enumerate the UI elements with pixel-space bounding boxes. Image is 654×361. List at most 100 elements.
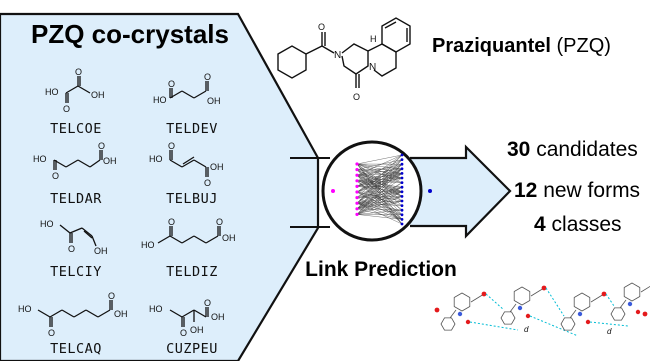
network-edge <box>356 159 403 209</box>
network-edge <box>356 196 403 215</box>
network-edge <box>356 159 403 170</box>
atom-label: O <box>168 141 175 151</box>
nitrogen-atom <box>517 305 523 311</box>
hydrogen-bond <box>469 321 519 331</box>
network-edge <box>356 173 403 198</box>
network-circle <box>321 140 423 242</box>
network-node-left <box>355 168 359 172</box>
network-node-left <box>355 207 359 211</box>
crystal-ring <box>623 282 641 302</box>
network-edge <box>356 154 403 165</box>
atom-label: HO <box>149 304 163 314</box>
hydrogen-bond <box>529 315 579 337</box>
crystal-bond <box>530 287 545 297</box>
structure-telbuj <box>169 150 209 177</box>
network-edge <box>356 164 403 204</box>
oxygen-atom <box>541 285 547 291</box>
network-edge <box>356 159 403 204</box>
network-node-left <box>355 201 359 205</box>
result-text: classes <box>551 213 622 236</box>
atom-label: HO <box>18 304 32 314</box>
network-edge <box>356 173 403 204</box>
atom-label: O <box>216 217 223 227</box>
structure-telcaq <box>37 300 113 327</box>
atom-label: OH <box>91 90 105 100</box>
atom-label: HO <box>45 87 59 97</box>
crystal-ring <box>610 307 626 321</box>
network-edge <box>356 168 403 198</box>
crystal-ring <box>500 311 516 325</box>
network-edge <box>356 159 403 193</box>
network-node-right <box>400 162 404 166</box>
network-edge <box>356 154 403 187</box>
hydrogen-bond <box>485 293 505 311</box>
network-node-right <box>400 195 404 198</box>
atom-label: O <box>63 104 70 114</box>
oxygen-atom <box>642 311 648 317</box>
network-edge <box>356 187 403 215</box>
atom-label: O <box>98 141 105 151</box>
network-node-right <box>400 181 404 185</box>
result-value: 12 <box>514 179 538 202</box>
coformer-structures: HO OH O O HO OH O O HO OH O O HO OH O O … <box>18 67 236 338</box>
structure-telciy <box>59 224 97 247</box>
network-edge <box>356 164 403 215</box>
atom-label: O <box>75 67 82 77</box>
network-node-left <box>355 162 359 166</box>
network-node-right <box>400 199 404 203</box>
atom-label: N <box>334 50 341 61</box>
network-node-right <box>400 153 404 157</box>
atom-label: OH <box>103 156 117 166</box>
network-node-left <box>355 173 359 177</box>
atom-label: O <box>48 328 55 338</box>
oxygen-atom <box>465 319 471 325</box>
network-edge <box>356 154 403 204</box>
oxygen-atom <box>481 291 487 297</box>
result-text: new forms <box>543 179 641 202</box>
structure-cuzpeu <box>169 307 209 327</box>
coformer-code: TELCAQ <box>50 341 102 357</box>
panel-title: PZQ co-crystals <box>31 19 229 49</box>
hydrogen-bond <box>605 293 615 307</box>
atom-label: OH <box>190 325 204 335</box>
distance-label: d <box>607 327 612 336</box>
network-node-right <box>400 185 404 189</box>
network-node-right <box>400 213 404 217</box>
result-new-forms: 12 new forms <box>514 179 640 203</box>
result-value: 30 <box>507 138 531 161</box>
atom-label: O <box>168 217 175 227</box>
atom-label: O <box>168 79 175 89</box>
oxygen-atom <box>635 309 641 315</box>
drug-name-text: Praziquantel <box>432 35 551 57</box>
atom-label: O <box>318 22 325 32</box>
atom-label: HO <box>149 154 163 164</box>
atom-label: OH <box>207 96 221 106</box>
coformer-code: CUZPEU <box>166 341 218 357</box>
bipartite-network <box>331 153 432 226</box>
network-edge <box>356 214 403 220</box>
network-edge <box>356 168 403 176</box>
network-node-right <box>400 158 404 162</box>
coformer-code: TELDIZ <box>166 264 218 280</box>
result-value: 4 <box>534 213 546 236</box>
network-edge <box>356 168 403 204</box>
crystal-bond <box>470 293 485 303</box>
network-edge <box>356 182 403 209</box>
network-edge <box>356 200 403 204</box>
atom-label: N <box>369 62 376 73</box>
atom-label: OH <box>210 162 224 172</box>
method-label: Link Prediction <box>305 258 457 281</box>
atom-label: OH <box>211 312 225 322</box>
atom-label: O <box>204 178 211 188</box>
coformer-code: TELDAR <box>50 191 102 207</box>
praziquantel-structure: O N N O H <box>277 17 411 102</box>
atom-label: O <box>68 244 75 254</box>
network-node-right <box>400 204 404 208</box>
hydrogen-bond <box>545 287 565 317</box>
atom-label: O <box>204 298 211 308</box>
atom-label: O <box>353 92 360 102</box>
atom-label: HO <box>153 95 167 105</box>
oxygen-atom <box>525 313 531 319</box>
coformer-code: TELCOE <box>50 121 102 137</box>
